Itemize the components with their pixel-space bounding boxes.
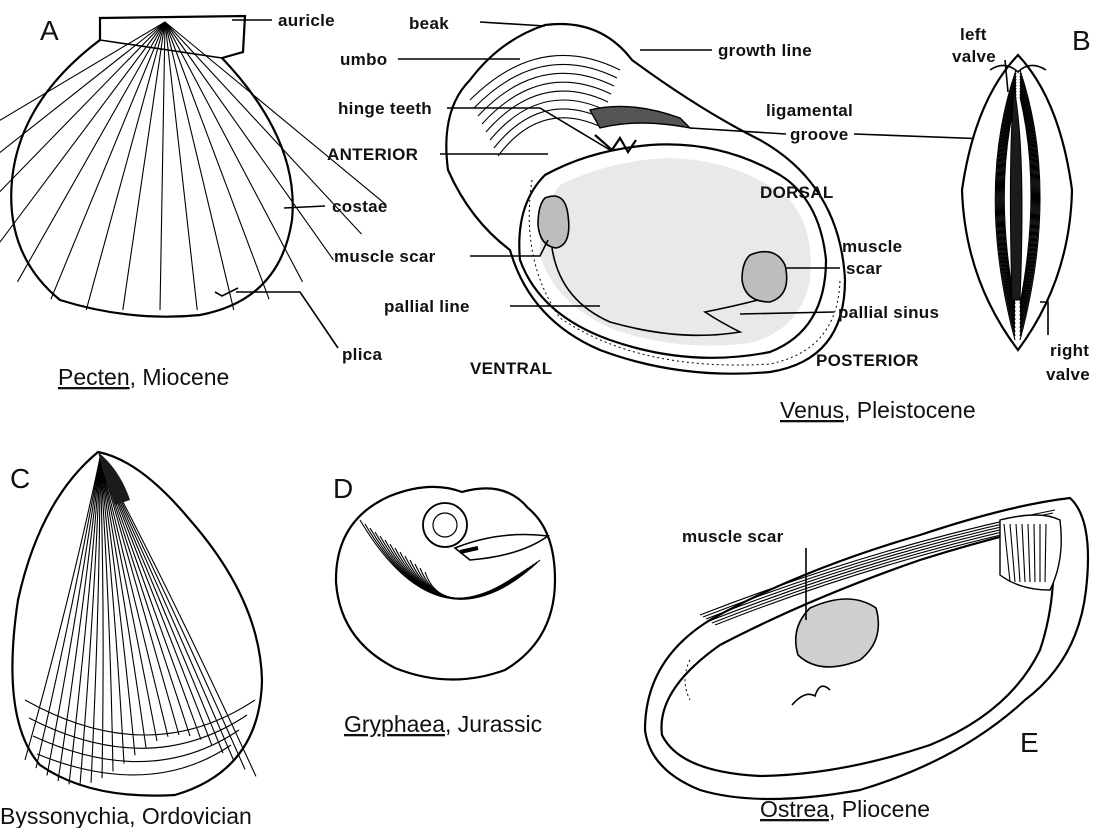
label-beak: beak	[409, 14, 449, 33]
caption-a: Pecten, Miocene	[58, 364, 229, 390]
panel-d-letter: D	[333, 473, 353, 504]
label-muscle-scar-left: muscle scar	[334, 247, 436, 266]
label-dorsal: DORSAL	[760, 183, 834, 202]
label-ligamental: ligamental	[766, 101, 853, 120]
panel-a-letter: A	[40, 15, 59, 46]
caption-e: Ostrea, Pliocene	[760, 796, 930, 822]
label-pallial-sinus: pallial sinus	[838, 303, 939, 322]
label-groove: groove	[790, 125, 848, 144]
label-left-valve-1: left	[960, 25, 987, 44]
label-right-valve-2: valve	[1046, 365, 1090, 384]
pecten-shell	[0, 16, 386, 317]
byssonychia-shell	[12, 452, 262, 796]
label-posterior: POSTERIOR	[816, 351, 919, 370]
label-muscle-right-2: scar	[846, 259, 882, 278]
panel-e-letter: E	[1020, 727, 1039, 758]
panel-b-letter: B	[1072, 25, 1091, 56]
label-anterior: ANTERIOR	[327, 145, 418, 164]
label-muscle-right-1: muscle	[842, 237, 902, 256]
label-umbo: umbo	[340, 50, 387, 69]
gryphaea-shell	[336, 487, 555, 680]
label-ventral: VENTRAL	[470, 359, 552, 378]
label-costae: costae	[332, 197, 388, 216]
label-left-valve-2: valve	[952, 47, 996, 66]
label-right-valve-1: right	[1050, 341, 1089, 360]
panel-c-letter: C	[10, 463, 30, 494]
label-plica: plica	[342, 345, 382, 364]
venus-dorsal-view	[962, 55, 1072, 350]
caption-d: Gryphaea, Jurassic	[344, 711, 542, 737]
label-hinge-teeth: hinge teeth	[338, 99, 432, 118]
beak-leader	[480, 22, 545, 26]
label-auricle: auricle	[278, 11, 335, 30]
caption-b: Venus, Pleistocene	[780, 397, 976, 423]
caption-c: Byssonychia, Ordovician	[0, 803, 252, 828]
label-ostrea-muscle-scar: muscle scar	[682, 527, 784, 546]
label-pallial-line: pallial line	[384, 297, 470, 316]
plica-leader	[236, 292, 338, 348]
label-growth-line: growth line	[718, 41, 812, 60]
